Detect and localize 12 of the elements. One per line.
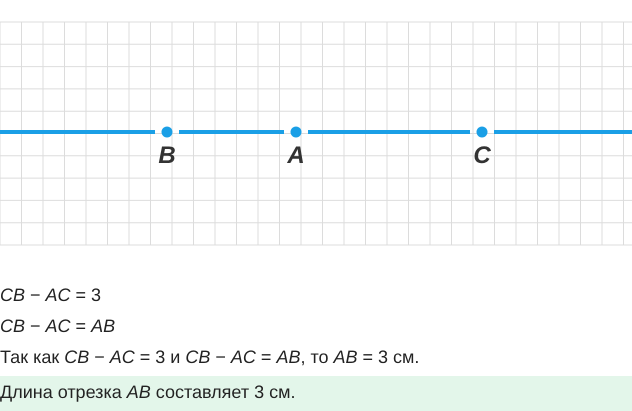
equation-text: CB − AC = AB — [0, 316, 116, 337]
point: B — [155, 126, 179, 170]
answer-text: Длина отрезка AB составляет 3 см. — [0, 382, 296, 403]
line-segment — [179, 130, 284, 134]
equation-text: Так как CB − AC = 3 и CB − AC = AB, то AB = 3 см. — [0, 347, 420, 368]
line-segment — [308, 130, 470, 134]
point: C — [470, 126, 494, 170]
answer-band — [0, 376, 632, 411]
line-segment — [494, 130, 632, 134]
point: A — [284, 126, 308, 170]
equation-text: CB − AC = 3 — [0, 285, 102, 306]
line-segment — [0, 130, 155, 134]
